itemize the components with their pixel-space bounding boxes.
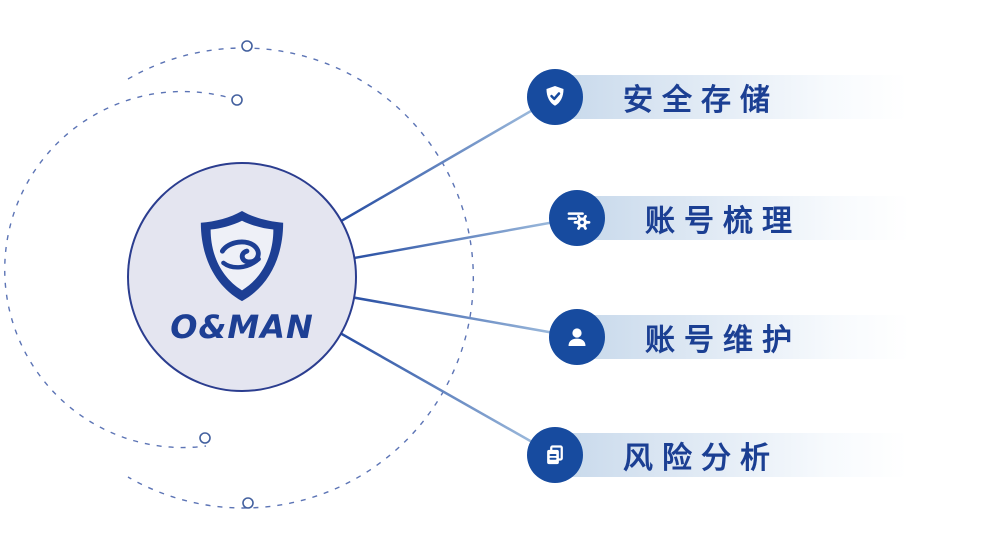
shield-check-icon — [527, 69, 583, 125]
feature-label: 账号维护 — [645, 323, 801, 358]
feature-label: 安全存储 — [623, 83, 779, 118]
arc-node-dot-top-inner — [231, 94, 243, 106]
outer-dashed-arc — [127, 47, 474, 509]
feature-label-pill: 账号梳理 — [567, 196, 910, 240]
inner-dashed-arc — [4, 90, 238, 449]
user-icon — [549, 309, 605, 365]
feature-label: 风险分析 — [623, 441, 779, 476]
feature-label-pill: 风险分析 — [545, 433, 908, 477]
feature-label-pill: 安全存储 — [545, 75, 908, 119]
feature-label-pill: 账号维护 — [567, 315, 910, 359]
arc-node-dot-bottom-outer — [242, 497, 254, 509]
arc-node-dot-bottom-inner — [199, 432, 211, 444]
feature-label: 账号梳理 — [645, 204, 801, 239]
arc-node-dot-top-outer — [241, 40, 253, 52]
brand-circle: O&MAN — [127, 162, 357, 392]
documents-icon — [527, 427, 583, 483]
brand-name: O&MAN — [170, 308, 314, 346]
list-gear-icon — [549, 190, 605, 246]
shield-wave-logo-icon — [200, 210, 284, 302]
